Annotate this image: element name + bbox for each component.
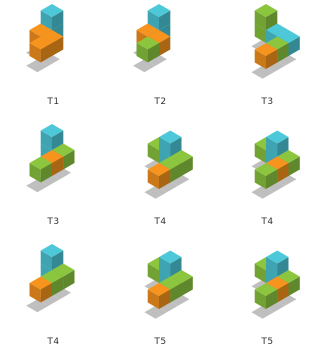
tile-figure: T4 [214,120,321,240]
tile-label: T5 [214,337,321,347]
tile-label: T1 [0,97,107,107]
tile-figure: T3 [0,120,107,240]
block-stack [0,120,107,220]
block-stack [0,240,107,340]
block-stack [107,240,214,340]
tile-figure: T4 [0,240,107,360]
tile-label: T2 [107,97,214,107]
tile-label: T5 [107,337,214,347]
tile-figure: T4 [107,120,214,240]
tile-label: T3 [0,217,107,227]
tile-label: T4 [214,217,321,227]
tile-figure: T5 [214,240,321,360]
block-stack [0,0,107,100]
block-stack [107,0,214,100]
block-stack [214,0,321,100]
tile-figure: T2 [107,0,214,120]
tile-figure: T3 [214,0,321,120]
block-stack [214,240,321,340]
block-stack [107,120,214,220]
tile-figure: T1 [0,0,107,120]
block-stack [214,120,321,220]
tile-label: T4 [107,217,214,227]
tile-figure: T5 [107,240,214,360]
tile-label: T3 [214,97,321,107]
tile-label: T4 [0,337,107,347]
